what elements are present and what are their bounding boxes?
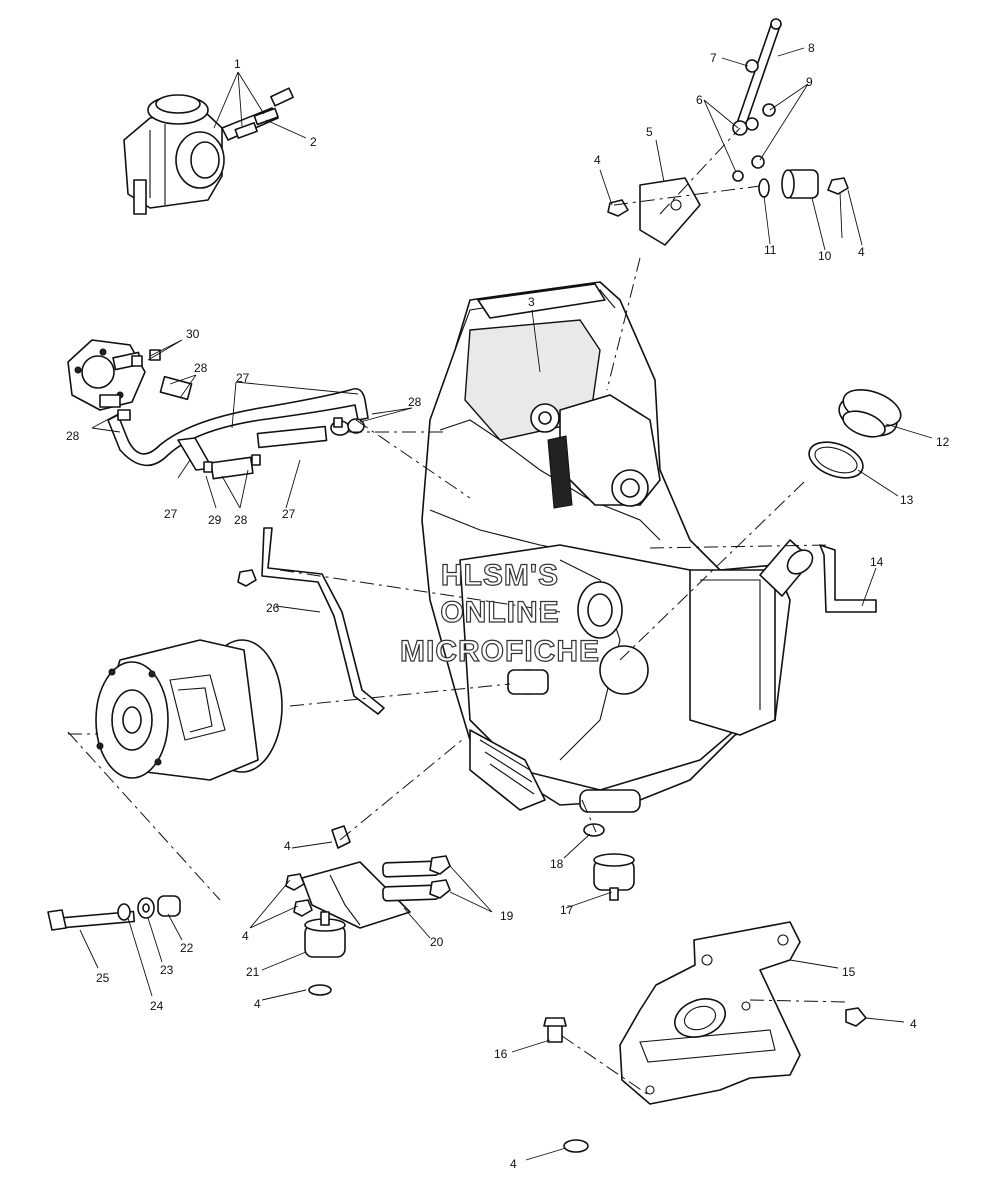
- watermark: HLSM'S ONLINE MICROFICHE: [399, 558, 600, 668]
- callout-30: 30: [186, 327, 200, 341]
- callout-4: 4: [242, 929, 249, 943]
- carburetor-fittings: [221, 87, 294, 141]
- mount-plate: [543, 921, 867, 1153]
- rubber-mount-rear: [583, 823, 635, 901]
- front-engine-mount: [285, 825, 451, 929]
- callout-4: 4: [910, 1017, 917, 1031]
- hose-clamp: [808, 441, 864, 479]
- callout-23: 23: [160, 963, 174, 977]
- callout-2: 2: [310, 135, 317, 149]
- callout-4: 4: [594, 153, 601, 167]
- callout-28: 28: [194, 361, 208, 375]
- callout-4: 4: [510, 1157, 517, 1171]
- callout-15: 15: [842, 965, 856, 979]
- callout-10: 10: [818, 249, 832, 263]
- watermark-line-3: MICROFICHE: [400, 635, 600, 668]
- callout-1: 1: [234, 57, 241, 71]
- callout-22: 22: [180, 941, 194, 955]
- watermark-line-1: HLSM'S: [441, 559, 559, 592]
- callout-19: 19: [500, 909, 514, 923]
- callout-14: 14: [870, 555, 884, 569]
- callout-4: 4: [858, 245, 865, 259]
- callout-27: 27: [164, 507, 178, 521]
- callout-29: 29: [208, 513, 222, 527]
- callout-26: 26: [266, 601, 280, 615]
- callout-6: 6: [696, 93, 703, 107]
- callout-21: 21: [246, 965, 260, 979]
- installation-lines: [67, 127, 849, 1097]
- callout-13: 13: [900, 493, 914, 507]
- callout-28: 28: [66, 429, 80, 443]
- leader-lines: [79, 47, 933, 1161]
- callout-24: 24: [150, 999, 164, 1013]
- callout-20: 20: [430, 935, 444, 949]
- callout-18: 18: [550, 857, 564, 871]
- callout-12: 12: [936, 435, 950, 449]
- callout-11: 11: [764, 243, 777, 257]
- callout-5: 5: [646, 125, 653, 139]
- callout-7: 7: [710, 51, 717, 65]
- engine-block: [421, 281, 814, 813]
- callout-4: 4: [254, 997, 261, 1011]
- clutch-hardware: [47, 895, 181, 931]
- fuel-hose-assembly: [107, 375, 369, 480]
- fuel-pump: [67, 339, 161, 411]
- callout-28: 28: [408, 395, 422, 409]
- drive-clutch: [95, 639, 283, 781]
- callout-28: 28: [234, 513, 248, 527]
- callout-17: 17: [560, 903, 574, 917]
- callout-16: 16: [494, 1047, 508, 1061]
- callout-25: 25: [96, 971, 110, 985]
- callout-8: 8: [808, 41, 815, 55]
- callout-27: 27: [236, 371, 250, 385]
- callout-9: 9: [806, 75, 813, 89]
- rubber-mount-front: [304, 911, 346, 996]
- callout-27: 27: [282, 507, 296, 521]
- callout-4: 4: [284, 839, 291, 853]
- torque-link-rod: [732, 18, 782, 182]
- watermark-line-2: ONLINE: [440, 596, 559, 629]
- callout-numbers: 1 2 3 4 4 4 4 4 4 4 5 6 7 8 9 10 11 12 1…: [66, 41, 950, 1171]
- callout-3: 3: [528, 295, 535, 309]
- torque-bracket: [639, 177, 701, 246]
- breather-tube: [819, 544, 877, 613]
- crankcase-breather-hose: [237, 527, 385, 715]
- carburetor: [123, 94, 225, 215]
- intake-boot: [838, 388, 902, 438]
